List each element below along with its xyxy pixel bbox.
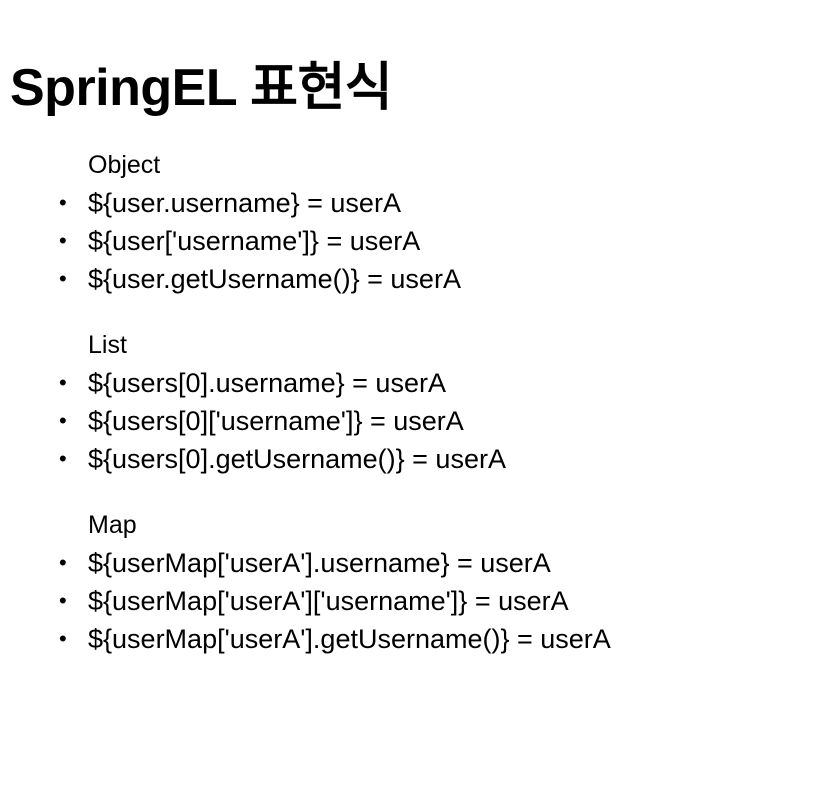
list-item: • ${users[0].username} = userA (54, 364, 774, 402)
page-title: SpringEL 표현식 (10, 58, 393, 117)
list-item-text: ${userMap['userA'].getUsername()} = user… (88, 624, 611, 654)
bullet-icon: • (59, 370, 67, 395)
bullet-icon: • (59, 550, 67, 575)
list-item-text: ${users[0].getUsername()} = userA (88, 444, 506, 474)
list-item: • ${userMap['userA'].username} = userA (54, 544, 774, 582)
bullet-icon: • (59, 266, 67, 291)
list-item: • ${userMap['userA'].getUsername()} = us… (54, 620, 774, 658)
bullet-icon: • (59, 588, 67, 613)
section-object: Object • ${user.username} = userA • ${us… (54, 146, 774, 298)
list-item: • ${user.username} = userA (54, 184, 774, 222)
list-item-text: ${user.username} = userA (88, 188, 401, 218)
bullet-icon: • (59, 446, 67, 471)
list-item-text: ${userMap['userA'].username} = userA (88, 548, 551, 578)
bullet-list-object: • ${user.username} = userA • ${user['use… (54, 184, 774, 298)
list-item-text: ${users[0]['username']} = userA (88, 406, 464, 436)
bullet-list-map: • ${userMap['userA'].username} = userA •… (54, 544, 774, 658)
list-item-text: ${user.getUsername()} = userA (88, 264, 461, 294)
bullet-icon: • (59, 228, 67, 253)
list-item: • ${userMap['userA']['username']} = user… (54, 582, 774, 620)
list-item: • ${users[0].getUsername()} = userA (54, 440, 774, 478)
section-map: Map • ${userMap['userA'].username} = use… (54, 506, 774, 658)
list-item-text: ${userMap['userA']['username']} = userA (88, 586, 569, 616)
section-list: List • ${users[0].username} = userA • ${… (54, 326, 774, 478)
list-item: • ${user['username']} = userA (54, 222, 774, 260)
bullet-icon: • (59, 190, 67, 215)
list-item-text: ${users[0].username} = userA (88, 368, 446, 398)
list-item-text: ${user['username']} = userA (88, 226, 421, 256)
section-header-object: Object (88, 151, 161, 179)
bullet-list-list: • ${users[0].username} = userA • ${users… (54, 364, 774, 478)
section-header-map: Map (88, 511, 137, 539)
bullet-icon: • (59, 626, 67, 651)
section-header-list: List (88, 331, 127, 359)
bullet-icon: • (59, 408, 67, 433)
list-item: • ${users[0]['username']} = userA (54, 402, 774, 440)
slide-body: Object • ${user.username} = userA • ${us… (54, 146, 774, 658)
list-item: • ${user.getUsername()} = userA (54, 260, 774, 298)
